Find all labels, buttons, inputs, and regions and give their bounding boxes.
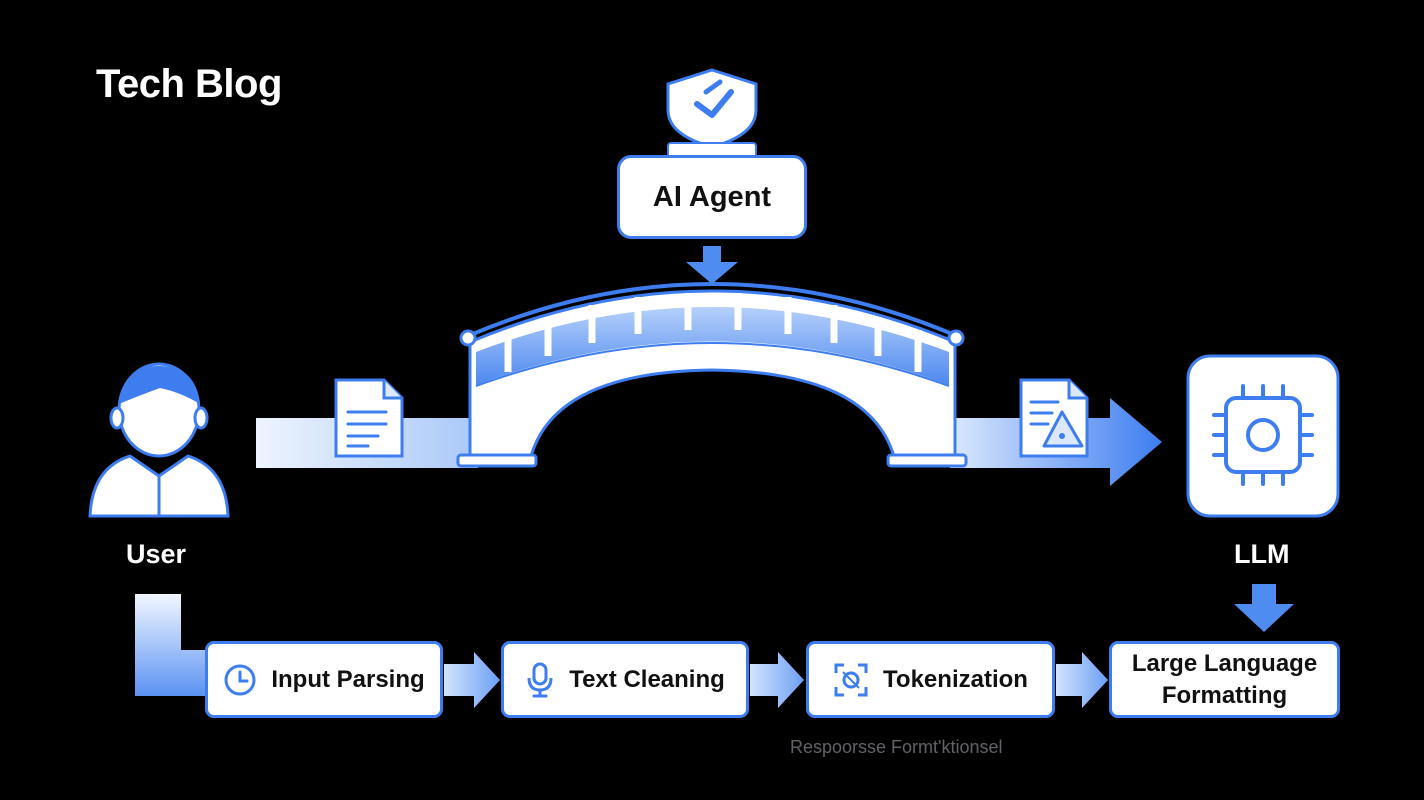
clock-icon xyxy=(224,664,256,695)
step-label: Input Parsing xyxy=(271,665,425,693)
step-text-cleaning: Text Cleaning xyxy=(501,641,749,718)
step-arrow xyxy=(1056,652,1108,708)
step-label: Large Language xyxy=(1131,649,1318,677)
user-connector xyxy=(135,594,206,696)
ai-agent-node: AI Agent xyxy=(617,155,807,239)
scan-icon xyxy=(834,663,868,696)
document-warning-icon xyxy=(1019,378,1089,458)
shield-icon xyxy=(666,68,758,158)
ai-agent-label: AI Agent xyxy=(652,180,772,213)
user-avatar-icon xyxy=(88,362,230,518)
llm-label: LLM xyxy=(1234,539,1290,569)
pipeline-caption: Respoorsse Formt'ktionsel xyxy=(790,737,1003,757)
agent-down-arrow xyxy=(686,246,738,284)
step-input-parsing: Input Parsing xyxy=(205,641,443,718)
document-icon xyxy=(334,378,404,458)
step-label: Text Cleaning xyxy=(569,665,725,693)
step-label: Formatting xyxy=(1161,681,1288,709)
step-label: Tokenization xyxy=(883,665,1028,693)
page-title: Tech Blog xyxy=(96,62,282,106)
llm-chip-icon xyxy=(1186,354,1340,518)
step-arrow xyxy=(750,652,804,708)
bridge-icon xyxy=(456,282,968,468)
step-tokenization: Tokenization xyxy=(806,641,1055,718)
llm-down-arrow xyxy=(1234,584,1294,632)
user-label: User xyxy=(126,539,187,569)
step-arrow xyxy=(444,652,500,708)
microphone-icon xyxy=(527,662,553,697)
step-large-language-formatting: Large Language Formatting xyxy=(1109,641,1340,718)
